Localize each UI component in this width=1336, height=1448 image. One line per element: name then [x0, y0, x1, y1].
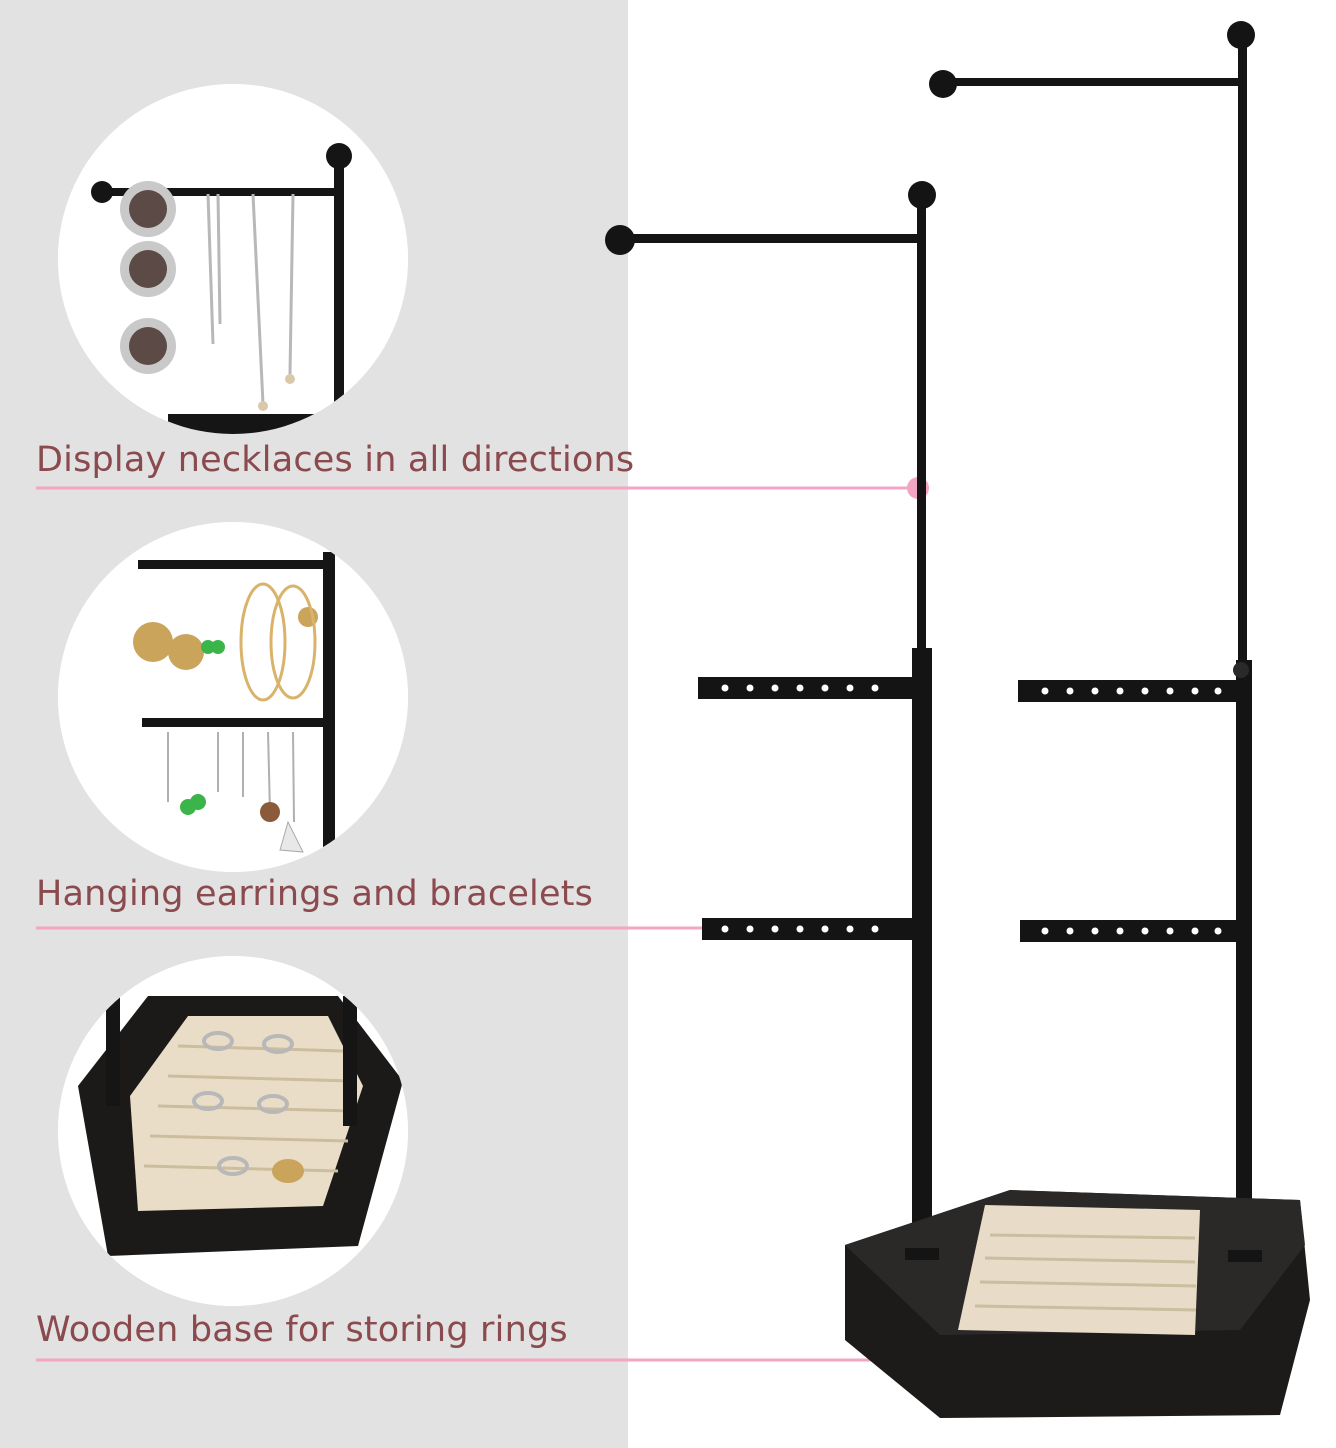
feature-label-necklaces: Display necklaces in all directions — [36, 440, 635, 480]
tall-tower — [929, 21, 1255, 1260]
wooden-base — [845, 1190, 1310, 1418]
ring-tray-closeup-image — [58, 956, 408, 1306]
earring-closeup-image — [58, 522, 408, 872]
feature-label-wooden-base: Wooden base for storing rings — [36, 1310, 568, 1350]
feature-label-earrings: Hanging earrings and bracelets — [36, 874, 594, 914]
necklace-closeup-image — [58, 84, 408, 434]
short-tower — [605, 181, 936, 1258]
